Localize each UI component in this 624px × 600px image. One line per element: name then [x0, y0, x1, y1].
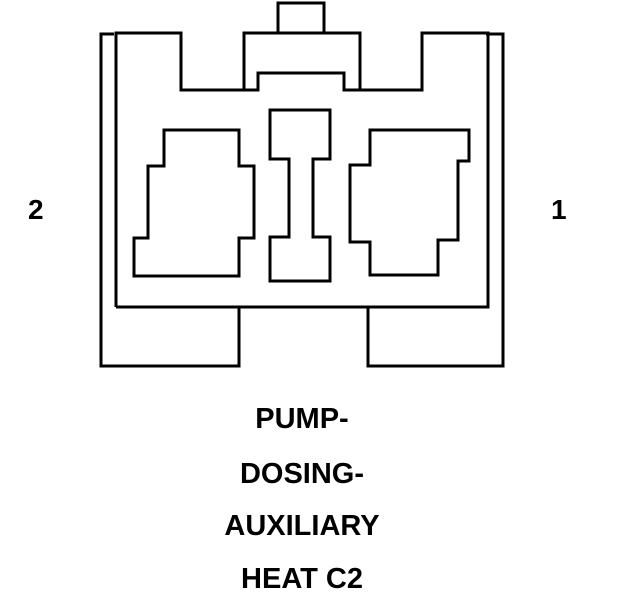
- caption-line-4: HEAT C2: [241, 563, 363, 595]
- caption-line-2: DOSING-: [239, 458, 365, 490]
- terminal-cavity-pin-1: [348, 128, 471, 277]
- housing-inner-outline: [114, 31, 490, 309]
- housing-outer-left: [99, 32, 241, 368]
- terminal-cavity-pin-2: [132, 128, 256, 278]
- pin-number-2-label: 2: [28, 194, 44, 225]
- caption-line-1: PUMP-: [255, 403, 349, 435]
- locking-tab: [276, 1, 326, 33]
- tab-bump: [244, 71, 360, 92]
- pin-number-1-label: 1: [551, 194, 567, 225]
- center-key-slot: [268, 108, 332, 283]
- caption-line-3: AUXILIARY: [224, 510, 380, 542]
- housing-outer-right: [366, 32, 505, 368]
